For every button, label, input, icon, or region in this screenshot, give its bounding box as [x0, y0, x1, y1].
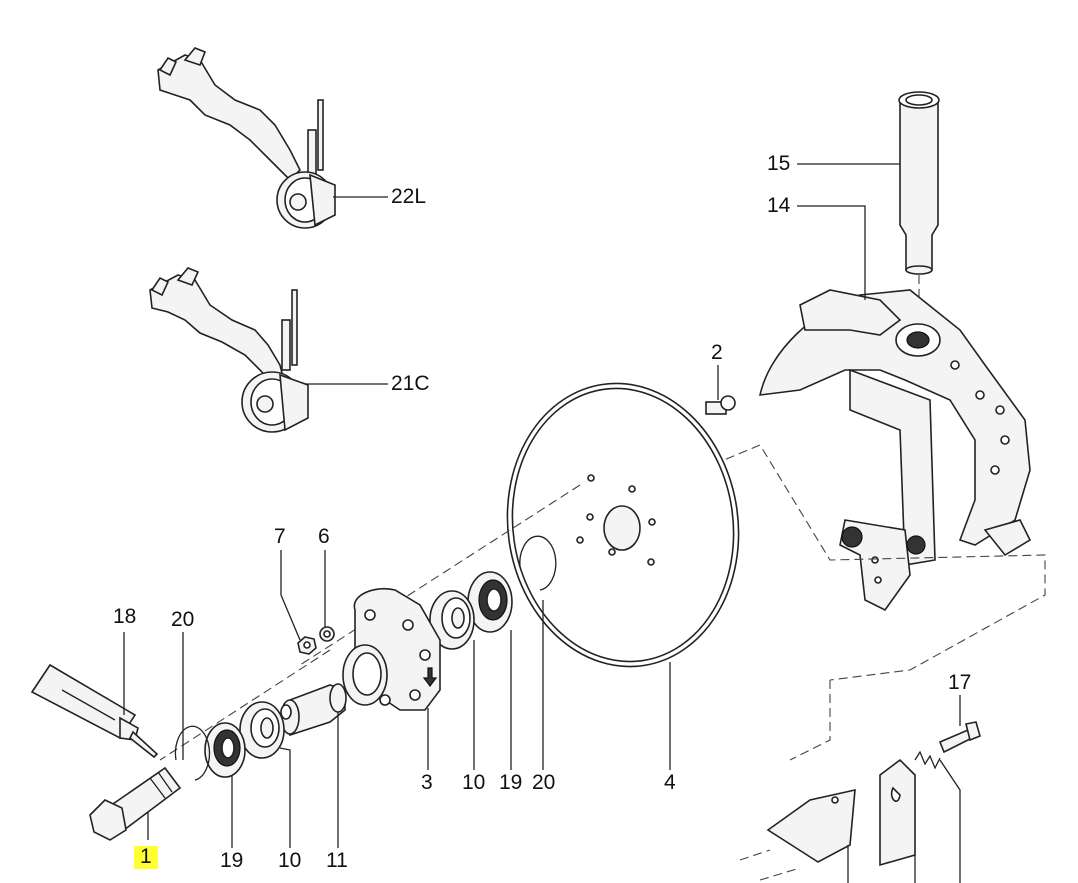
callout-21C: 21C [391, 372, 430, 395]
part-20-ring-right [519, 535, 557, 591]
callout-3: 3 [421, 771, 433, 794]
callout-20-left: 20 [171, 608, 195, 631]
leader-17-down [939, 759, 961, 883]
callout-18: 18 [113, 605, 137, 628]
assembly-line-frame [699, 444, 1046, 681]
callout-10-right: 10 [462, 771, 486, 794]
scraper-plate-left [766, 788, 856, 863]
assembly-line-lower [789, 680, 831, 761]
part-2-bolt [705, 395, 736, 415]
part-18-grease-tube [30, 663, 159, 759]
assembly-22L-drawing [157, 47, 336, 229]
callout-4: 4 [664, 771, 676, 794]
callout-7: 7 [274, 525, 286, 548]
part-6-washer [319, 626, 335, 642]
callout-2: 2 [711, 341, 723, 364]
callout-17: 17 [948, 671, 972, 694]
callout-6: 6 [318, 525, 330, 548]
part-1-bolt [89, 766, 182, 841]
callout-11: 11 [326, 849, 348, 872]
callout-22L: 22L [391, 185, 427, 208]
assembly-21C-drawing [149, 267, 309, 433]
callout-19-right: 19 [499, 771, 523, 794]
part-11-spindle [280, 683, 347, 737]
part-15-tube [898, 91, 940, 275]
callout-14: 14 [767, 194, 791, 217]
callout-1-highlighted: 1 [134, 846, 158, 869]
callout-10-left: 10 [278, 849, 302, 872]
leader-7 [280, 550, 301, 641]
part-20-ring-left [174, 725, 211, 781]
part-19-seal-left [204, 722, 246, 778]
leader-14 [797, 205, 866, 300]
part-19-seal-right [467, 571, 513, 633]
callout-19-left: 19 [220, 849, 244, 872]
part-10-bearing-left [239, 701, 285, 759]
part-10-bearing-right [429, 590, 475, 650]
leader-10a [279, 747, 291, 848]
part-4-disc [506, 382, 740, 668]
part-7-nut [297, 636, 317, 655]
scraper-plate-right [879, 758, 916, 867]
part-14-bracket [758, 289, 1032, 612]
part-3-hub [342, 588, 441, 711]
callout-20-right: 20 [532, 771, 556, 794]
part-17-bolt-spring [914, 721, 981, 770]
assembly-line-scraper [739, 849, 801, 881]
callout-15: 15 [767, 152, 791, 175]
axis-line-lower [159, 649, 331, 761]
